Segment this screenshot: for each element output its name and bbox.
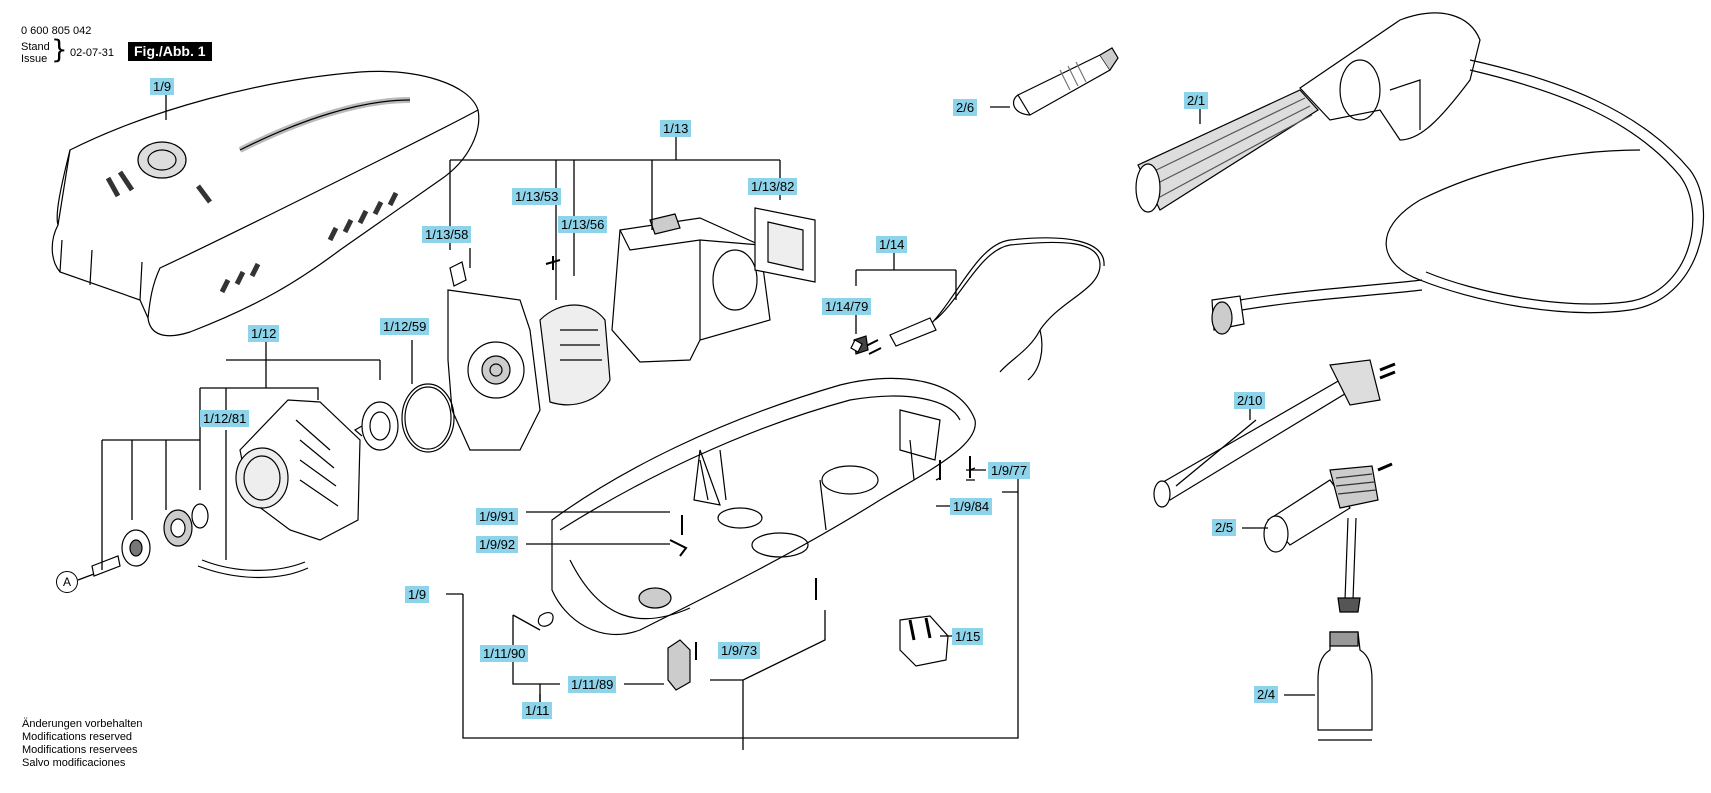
part-label: 1/13/53 bbox=[512, 188, 562, 205]
part-label: 1/9/77 bbox=[988, 462, 1031, 479]
document-number: 0 600 805 042 bbox=[21, 25, 92, 37]
gear-drawing bbox=[353, 383, 455, 453]
motor-assembly-drawing bbox=[447, 256, 611, 451]
top-cover-drawing bbox=[51, 70, 480, 337]
part-label: 1/13/82 bbox=[748, 178, 798, 195]
part-label: 1/9 bbox=[150, 78, 175, 95]
part-label: 2/6 bbox=[953, 99, 978, 116]
base-housing-drawing bbox=[551, 377, 976, 636]
footer-line-de: Änderungen vorbehalten bbox=[22, 718, 143, 730]
part-label: 1/11/90 bbox=[480, 645, 529, 662]
part-label: 2/10 bbox=[1234, 392, 1266, 409]
part-label: 1/9/73 bbox=[718, 642, 761, 659]
stand-label: Stand bbox=[21, 41, 50, 53]
nozzle-drawing bbox=[1012, 47, 1119, 116]
part-label: 2/1 bbox=[1184, 92, 1209, 109]
detergent-bottle-drawing bbox=[1317, 631, 1373, 731]
part-label: 1/11 bbox=[522, 702, 553, 719]
part-label: 1/12 bbox=[248, 325, 280, 342]
issue-date: 02-07-31 bbox=[70, 47, 115, 59]
foam-nozzle-drawing bbox=[1263, 462, 1393, 613]
figure-label: Fig./Abb. 1 bbox=[128, 42, 212, 61]
footer-line-es: Salvo modificaciones bbox=[22, 757, 126, 769]
bearing-set-drawing bbox=[91, 503, 209, 577]
spray-gun-drawing bbox=[1135, 12, 1704, 335]
pump-housing-drawing bbox=[197, 399, 361, 579]
part-label: 1/11/89 bbox=[568, 676, 617, 693]
small-parts-drawing bbox=[537, 339, 971, 691]
part-label: 2/5 bbox=[1212, 519, 1237, 536]
spray-lance-drawing bbox=[1153, 359, 1396, 508]
part-label: 1/9/84 bbox=[950, 498, 993, 515]
part-label: 1/14/79 bbox=[822, 298, 872, 315]
part-label: 1/14 bbox=[876, 236, 908, 253]
part-label: 1/9/92 bbox=[476, 536, 519, 553]
motor-housing-drawing bbox=[611, 207, 816, 363]
part-label: 1/9/91 bbox=[476, 508, 519, 525]
leader-lines bbox=[77, 94, 1372, 750]
brace-symbol: } bbox=[51, 35, 68, 65]
footer-line-en: Modifications reserved bbox=[22, 731, 133, 743]
part-label: 1/12/59 bbox=[380, 318, 430, 335]
footer-line-fr: Modifications reservees bbox=[22, 744, 138, 756]
part-label: 1/12/81 bbox=[200, 410, 250, 427]
part-label: 1/13/58 bbox=[422, 226, 472, 243]
part-label: 2/4 bbox=[1254, 686, 1279, 703]
part-label: 1/15 bbox=[952, 628, 984, 645]
part-label: 1/13/56 bbox=[558, 216, 608, 233]
part-label: 1/9 bbox=[405, 586, 430, 603]
power-cable-drawing bbox=[853, 237, 1105, 381]
issue-label: Issue bbox=[21, 53, 48, 65]
callout-a: A bbox=[56, 571, 78, 593]
part-label: 1/13 bbox=[660, 120, 692, 137]
